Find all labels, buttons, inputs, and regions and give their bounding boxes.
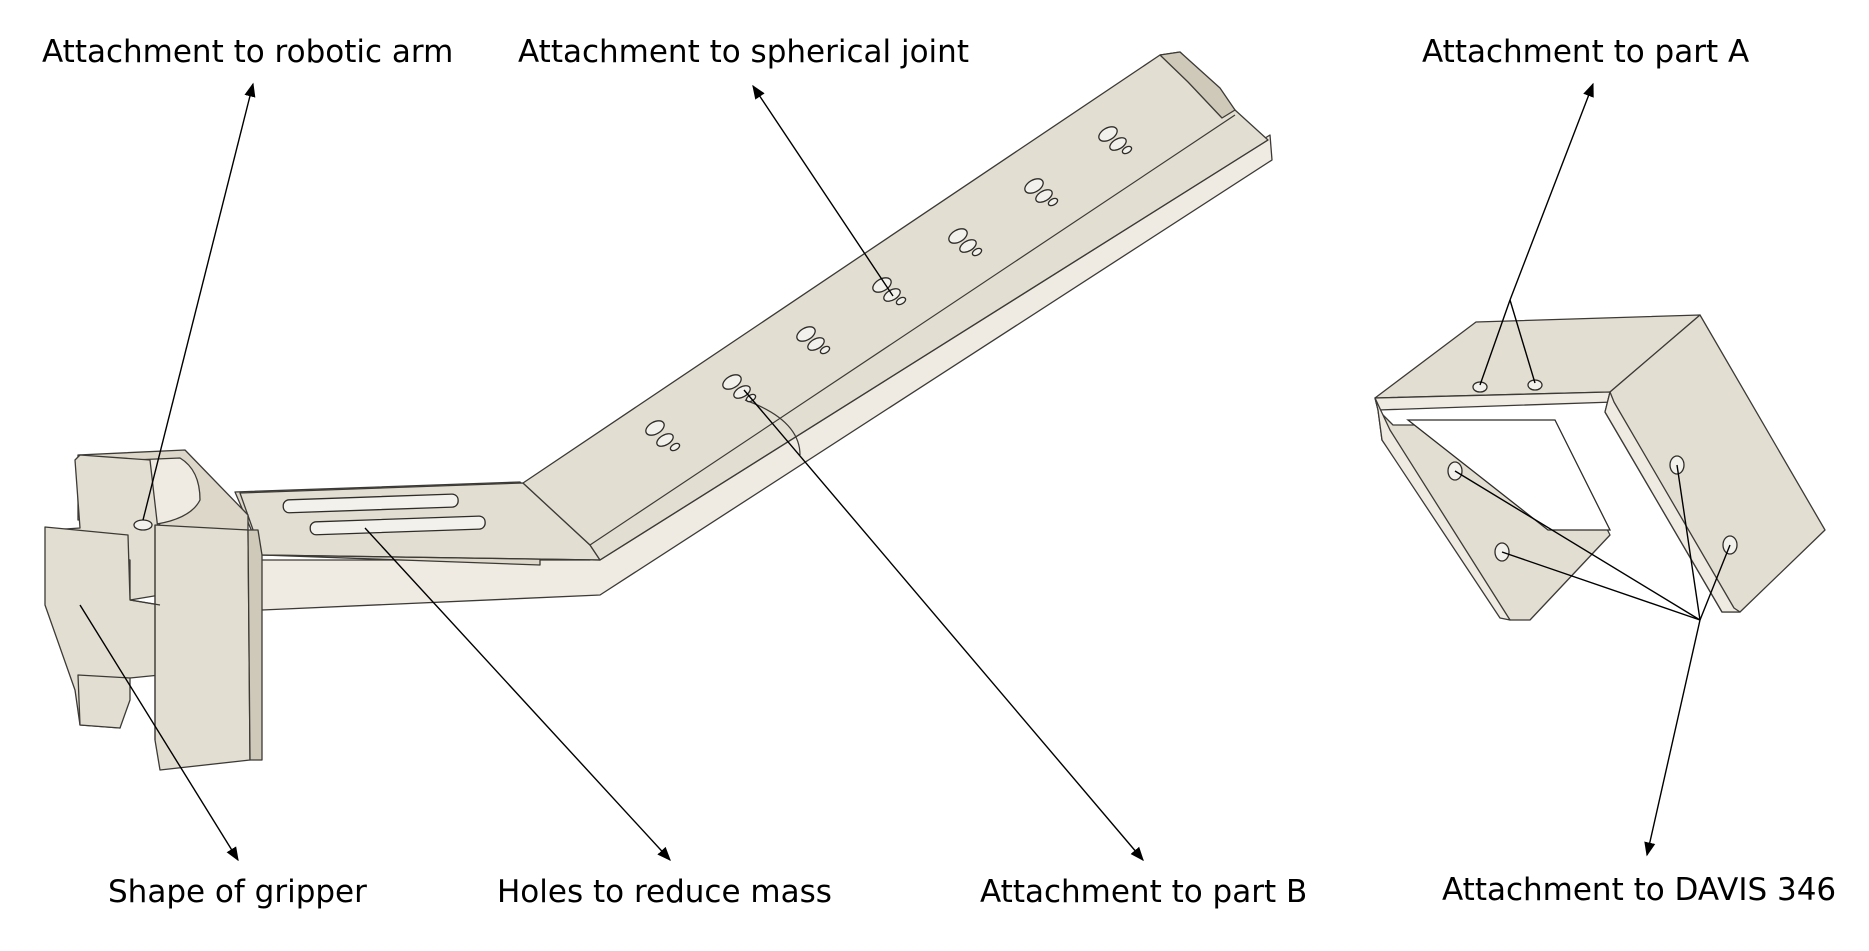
leader-part-a-1 — [1509, 82, 1594, 301]
hole-group-5 — [948, 228, 983, 257]
leader-davis-1 — [1454, 470, 1701, 621]
leader-spherical-joint — [752, 84, 894, 297]
leader-part-a-3 — [1509, 299, 1536, 384]
leader-davis-2 — [1501, 551, 1701, 621]
mass-slot-2 — [309, 515, 486, 536]
leader-davis-main — [1644, 619, 1701, 857]
label-part-b: Attachment to part B — [980, 874, 1308, 910]
label-spherical-joint: Attachment to spherical joint — [518, 34, 969, 70]
label-gripper-shape: Shape of gripper — [108, 874, 367, 910]
u-bracket-part — [1374, 314, 1826, 621]
label-robotic-arm: Attachment to robotic arm — [42, 34, 454, 70]
label-holes-mass: Holes to reduce mass — [497, 874, 832, 910]
gripper-side-face — [247, 529, 263, 761]
hole-group-7 — [1098, 126, 1133, 155]
leader-part-a-2 — [1479, 299, 1511, 386]
bracket-right-leg-inner — [1604, 391, 1741, 613]
leader-robotic-arm — [142, 82, 256, 521]
hole-group-1 — [645, 420, 681, 452]
arm-edge-line-3 — [261, 554, 601, 561]
gripper-front-bottom — [77, 674, 131, 729]
leader-davis-3 — [1676, 464, 1701, 621]
leader-davis-4 — [1699, 544, 1731, 621]
mass-slot-1 — [282, 493, 459, 514]
robotic-arm-hole — [133, 519, 153, 531]
bracket-left-leg-edge — [1374, 397, 1511, 621]
part-a-hole-1 — [1472, 381, 1488, 393]
part-a-hole-2 — [1527, 379, 1543, 391]
hole-group-6 — [1024, 178, 1059, 207]
hole-group-2 — [722, 374, 757, 403]
arm-edge-line-2 — [599, 139, 1269, 561]
end-rib — [1159, 51, 1236, 119]
hole-group-3 — [796, 326, 831, 355]
leader-holes — [364, 527, 671, 862]
leader-part-b — [743, 389, 1144, 862]
gripper-arm-part — [44, 51, 1273, 771]
gripper-back-block — [154, 524, 251, 771]
bracket-cutout — [1406, 419, 1612, 531]
arm-edge-line-1 — [589, 114, 1236, 546]
label-part-a: Attachment to part A — [1422, 34, 1750, 70]
leader-lines — [79, 82, 1731, 862]
label-davis: Attachment to DAVIS 346 — [1442, 872, 1837, 908]
angled-section-top — [522, 51, 1269, 561]
leader-gripper — [79, 604, 239, 862]
